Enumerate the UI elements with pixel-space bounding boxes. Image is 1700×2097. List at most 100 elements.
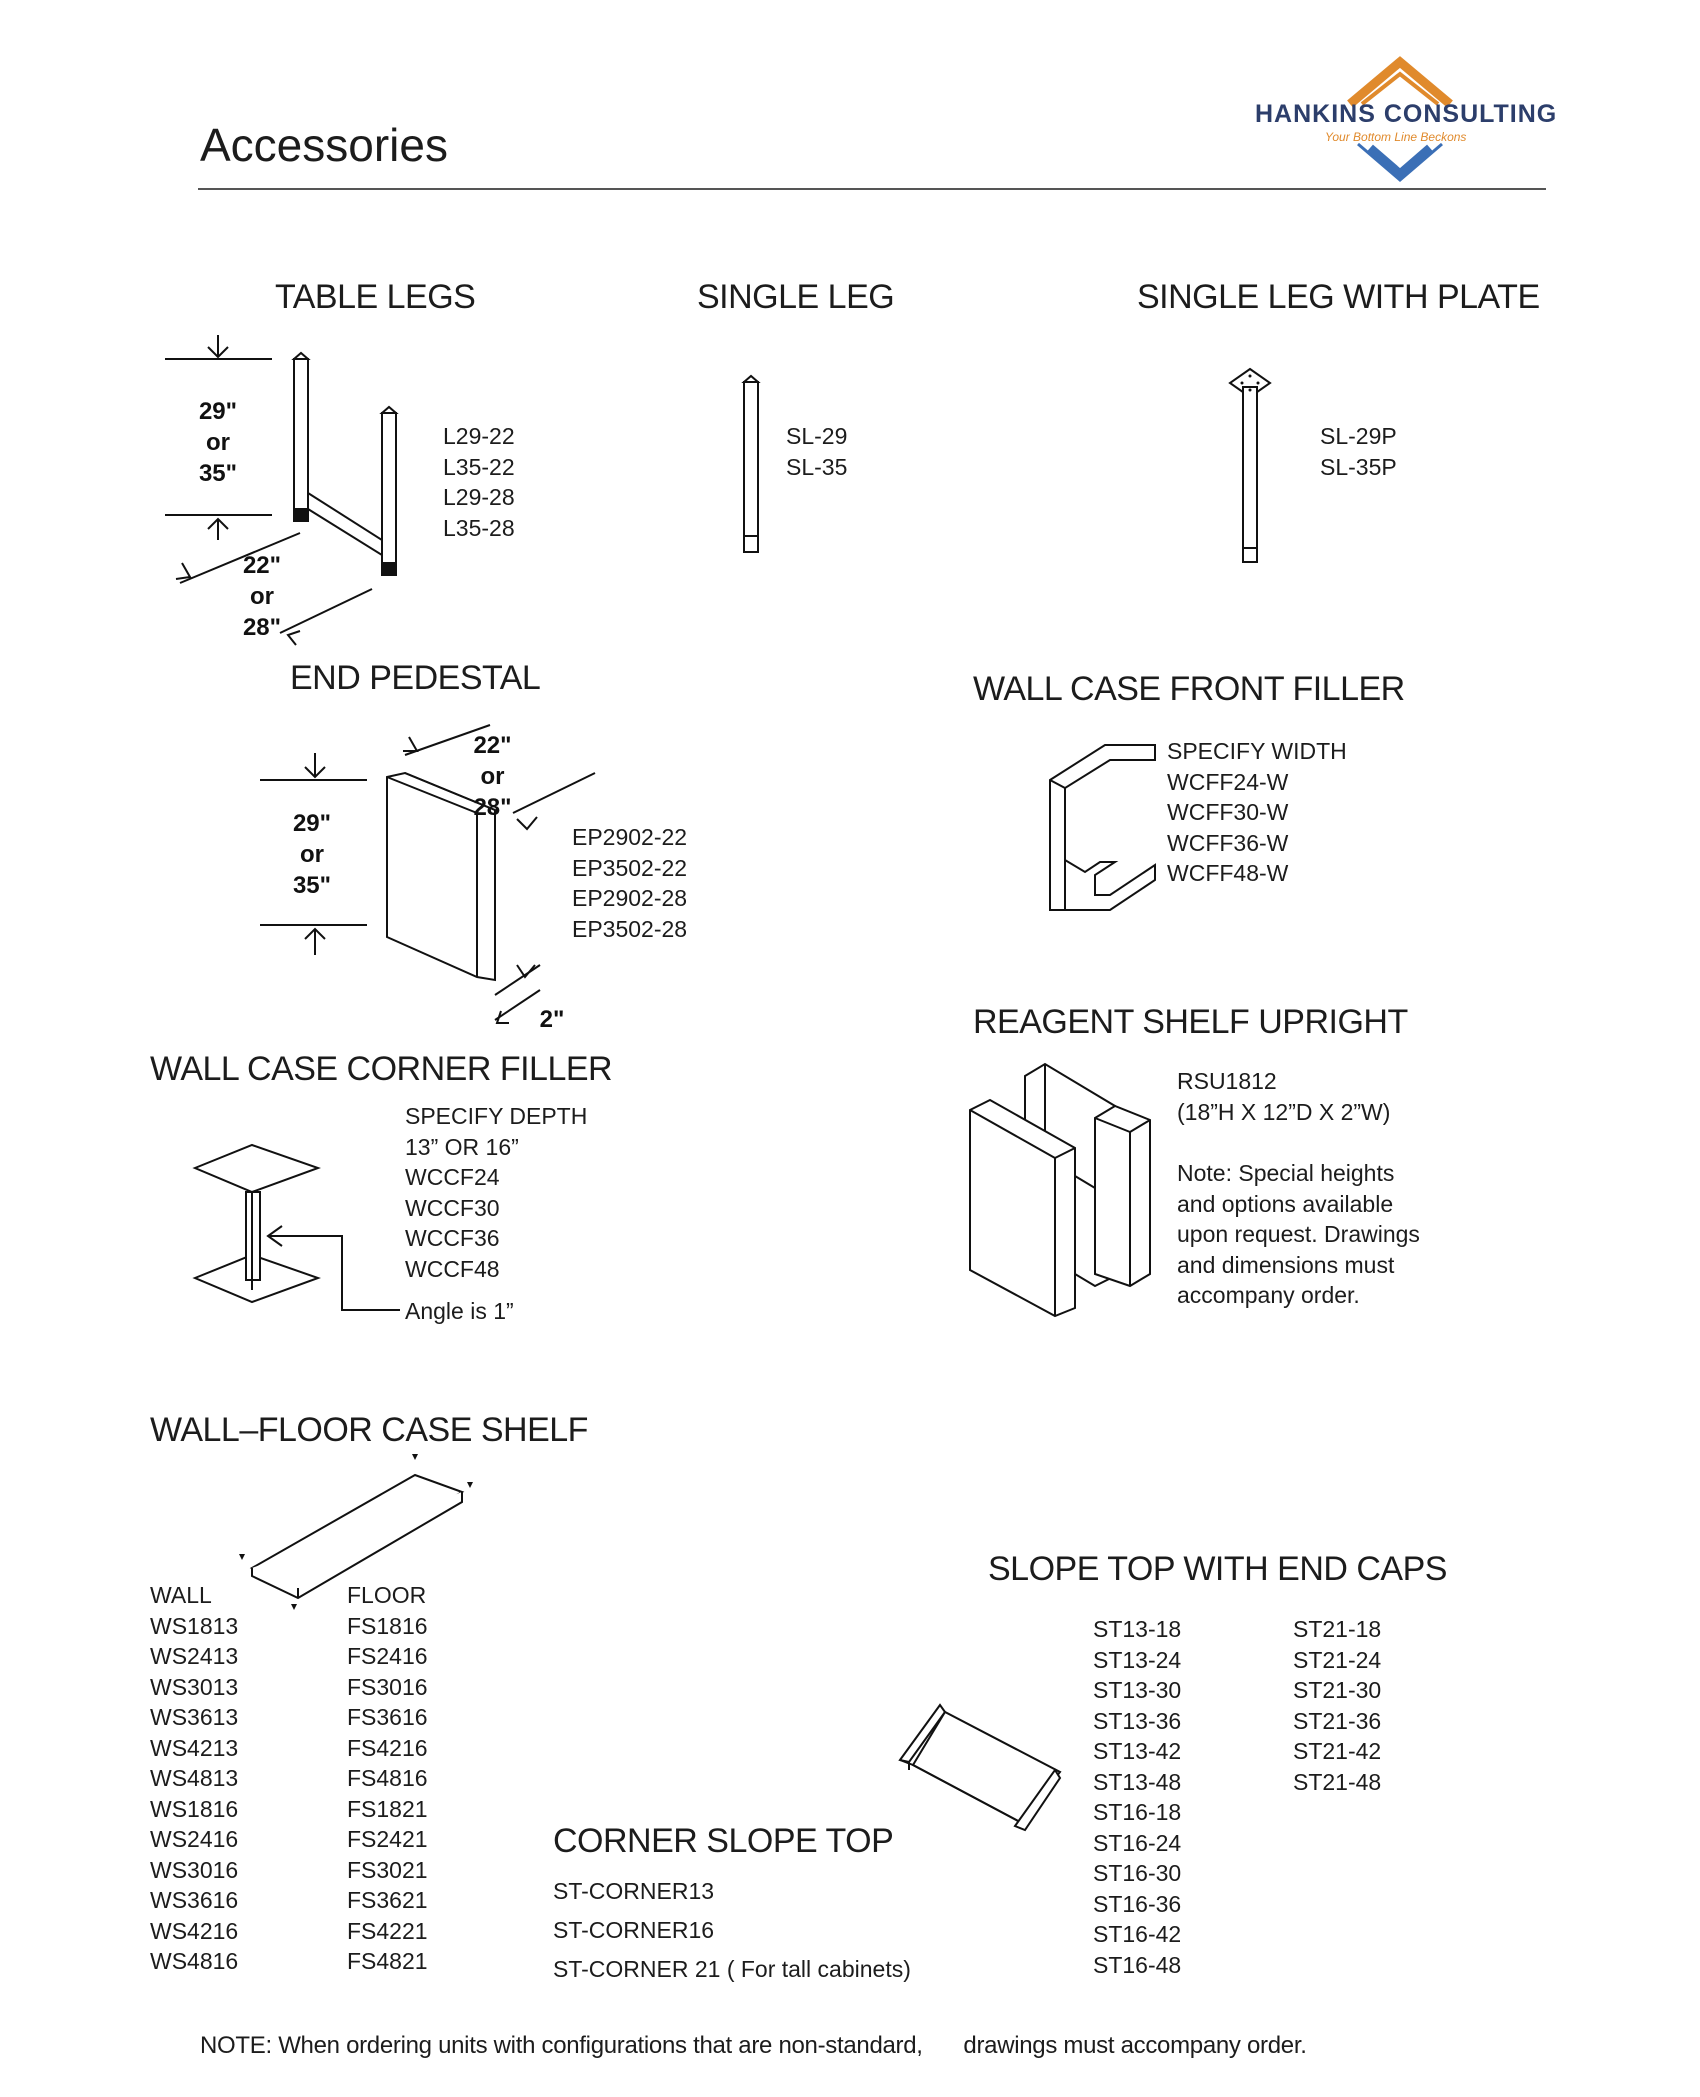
table-legs-drawing	[160, 335, 390, 655]
list-item: WS4213	[150, 1734, 239, 1761]
list-item: ST21-42	[1293, 1738, 1382, 1764]
note-line: and dimensions must	[1177, 1251, 1395, 1278]
list-item: ST21-24	[1293, 1646, 1382, 1673]
list-item: WS2413	[150, 1643, 239, 1669]
list-item: WCFF30-W	[1167, 799, 1289, 825]
dim-line: 29"	[198, 398, 238, 425]
list-item: (18”H X 12”D X 2”W)	[1177, 1098, 1391, 1125]
list-item: ST13-18	[1093, 1616, 1182, 1642]
slope-top-column-1: ST13-18 ST13-24 ST13-30 ST13-36 ST13-42 …	[1093, 1614, 1181, 1980]
list-item: ST13-48	[1093, 1768, 1182, 1795]
list-item: WS1813	[150, 1612, 239, 1639]
end-pedestal-codes: EP2902-22 EP3502-22 EP2902-28 EP3502-28	[572, 822, 687, 944]
end-pedestal-height-dim: 29" or 35"	[272, 808, 352, 901]
list-item: FS1816	[347, 1612, 428, 1639]
note-line: and options available	[1177, 1190, 1394, 1217]
reagent-shelf-upright-drawing	[965, 1058, 1165, 1318]
list-item: 13” OR 16”	[405, 1133, 519, 1160]
wall-case-front-filler-drawing	[1045, 740, 1160, 920]
list-item: WCFF24-W	[1167, 768, 1289, 795]
list-item: SL-35	[786, 453, 848, 480]
list-item: FS4821	[347, 1948, 428, 1974]
list-item: EP2902-22	[572, 824, 688, 850]
list-item: ST13-42	[1093, 1738, 1182, 1764]
angle-note: Angle is 1”	[405, 1298, 514, 1324]
list-item: SL-35P	[1320, 453, 1397, 480]
reagent-shelf-upright-title: REAGENT SHELF UPRIGHT	[973, 1003, 1408, 1041]
logo-name: HANKINS CONSULTING	[1255, 100, 1558, 128]
note-line: accompany order.	[1177, 1282, 1360, 1308]
single-leg-codes: SL-29 SL-35	[786, 421, 847, 482]
table-legs-codes: L29-22 L35-22 L29-28 L35-28	[443, 421, 515, 543]
list-item: ST-CORNER13	[553, 1878, 715, 1904]
footer-note: NOTE: When ordering units with configura…	[200, 2032, 1307, 2060]
list-item: WCCF36	[405, 1225, 500, 1251]
list-item: WS3013	[150, 1673, 239, 1700]
list-item: WCFF48-W	[1167, 860, 1289, 886]
list-item: ST13-24	[1093, 1646, 1182, 1673]
single-leg-title: SINGLE LEG	[697, 278, 895, 316]
list-item: L29-22	[443, 423, 515, 449]
list-item: SPECIFY DEPTH	[405, 1103, 588, 1129]
wall-case-corner-filler-title: WALL CASE CORNER FILLER	[150, 1050, 613, 1088]
list-item: WCCF48	[405, 1255, 500, 1282]
slope-top-column-2: ST21-18 ST21-24 ST21-30 ST21-36 ST21-42 …	[1293, 1614, 1381, 1797]
dim-line: 35"	[198, 460, 238, 487]
list-item: FS1821	[347, 1795, 428, 1822]
dim-line: 29"	[292, 810, 332, 837]
list-item: ST-CORNER16	[553, 1917, 715, 1943]
list-item: FS3021	[347, 1856, 428, 1883]
list-item: FS3016	[347, 1673, 428, 1700]
company-logo: HANKINS CONSULTING Your Bottom Line Beck…	[1240, 52, 1560, 182]
list-item: FS2421	[347, 1826, 428, 1852]
list-item: EP2902-28	[572, 885, 688, 911]
list-item: ST16-30	[1093, 1860, 1182, 1886]
list-item: FS3616	[347, 1704, 428, 1730]
end-pedestal-drawing	[255, 725, 595, 1035]
list-item: ST21-48	[1293, 1768, 1382, 1795]
list-item: WS3616	[150, 1887, 239, 1913]
list-item: ST-CORNER 21 ( For tall cabinets)	[553, 1956, 911, 1982]
list-item: L35-28	[443, 514, 515, 541]
list-item: L29-28	[443, 484, 515, 510]
list-item: SL-29P	[1320, 423, 1397, 449]
list-item: ST16-48	[1093, 1951, 1182, 1978]
list-item: WS3016	[150, 1856, 239, 1883]
list-item: ST16-18	[1093, 1799, 1182, 1825]
floor-shelf-column: FLOOR FS1816 FS2416 FS3016 FS3616 FS4216…	[347, 1580, 428, 1977]
list-item: FS4816	[347, 1765, 428, 1791]
dim-line: or	[250, 583, 274, 610]
dim-line: 35"	[292, 872, 332, 899]
table-legs-title: TABLE LEGS	[275, 278, 476, 316]
dim-line: or	[206, 429, 230, 456]
end-pedestal-title: END PEDESTAL	[290, 659, 541, 697]
list-item: ST16-36	[1093, 1890, 1182, 1917]
single-leg-plate-codes: SL-29P SL-35P	[1320, 421, 1397, 482]
list-item: EP3502-28	[572, 915, 688, 942]
wall-case-corner-filler-codes: SPECIFY DEPTH 13” OR 16” WCCF24 WCCF30 W…	[405, 1101, 587, 1284]
single-leg-drawing	[738, 372, 768, 562]
page-title: Accessories	[200, 119, 448, 171]
wall-case-front-filler-title: WALL CASE FRONT FILLER	[973, 670, 1405, 708]
note-line: upon request. Drawings	[1177, 1221, 1420, 1247]
wall-floor-case-shelf-title: WALL–FLOOR CASE SHELF	[150, 1411, 588, 1449]
corner-slope-top-title: CORNER SLOPE TOP	[553, 1822, 894, 1860]
footer-note-left: NOTE: When ordering units with configura…	[200, 2032, 923, 2059]
list-item: FS4221	[347, 1917, 428, 1944]
column-header: WALL	[150, 1582, 212, 1608]
list-item: L35-22	[443, 453, 515, 480]
slope-top-end-caps-title: SLOPE TOP WITH END CAPS	[988, 1550, 1447, 1588]
list-item: ST13-30	[1093, 1677, 1182, 1703]
list-item: RSU1812	[1177, 1068, 1277, 1094]
dim-line: 22"	[242, 552, 282, 579]
list-item: ST21-36	[1293, 1707, 1382, 1734]
list-item: WS4813	[150, 1765, 239, 1791]
dim-line: 28"	[473, 794, 512, 821]
list-item: WCFF36-W	[1167, 829, 1289, 856]
single-leg-plate-title: SINGLE LEG WITH PLATE	[1137, 278, 1540, 316]
logo-chevrons-icon	[1347, 56, 1453, 182]
table-legs-depth-dim: 22" or 28"	[222, 550, 302, 643]
wall-shelf-column: WALL WS1813 WS2413 WS3013 WS3613 WS4213 …	[150, 1580, 238, 1977]
list-item: ST16-42	[1093, 1921, 1182, 1947]
list-item: WS3613	[150, 1704, 239, 1730]
